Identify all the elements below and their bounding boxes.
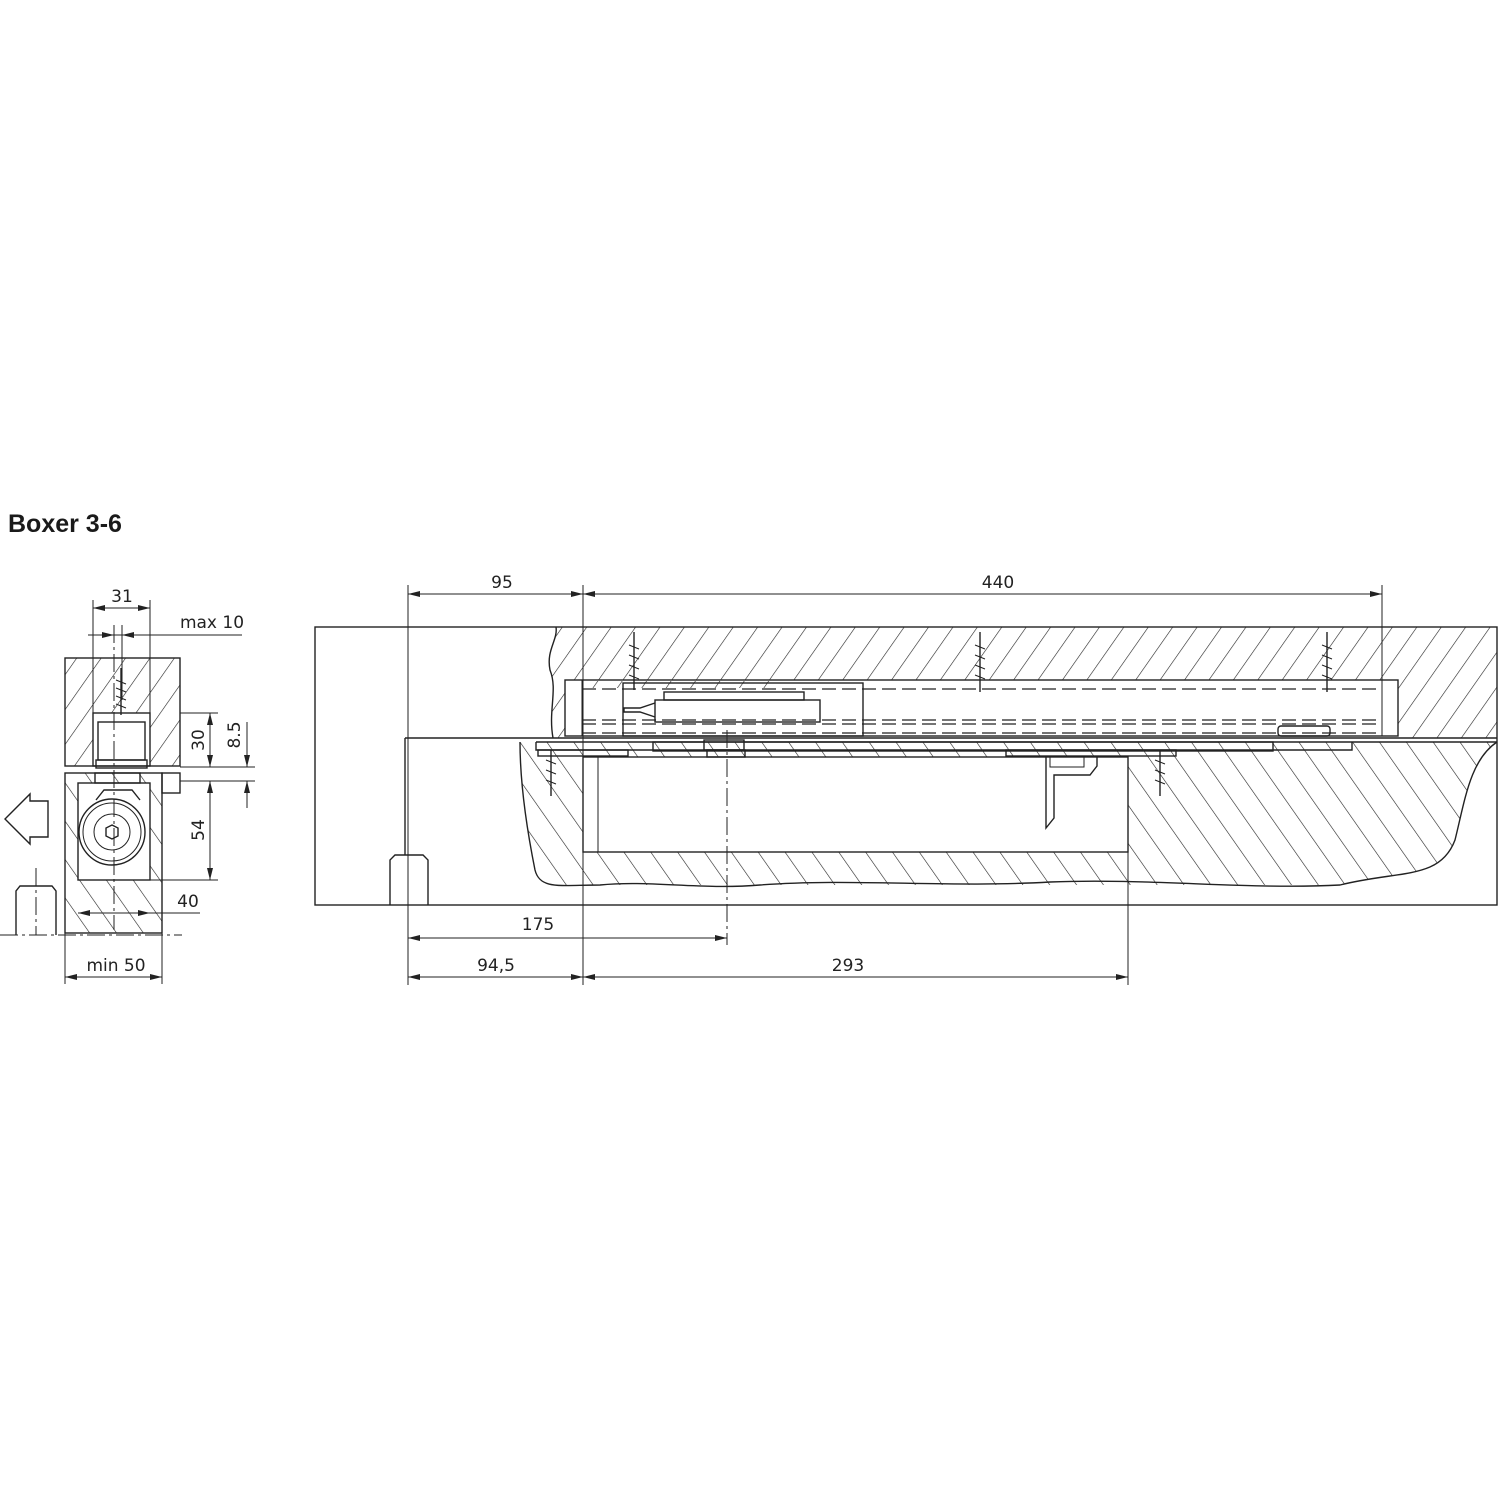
dim-94-5: 94,5 xyxy=(477,956,515,976)
screw-icon xyxy=(974,632,986,692)
screw-icon xyxy=(628,632,640,690)
dim-95: 95 xyxy=(491,573,513,593)
screw-icon xyxy=(545,750,557,796)
dim-8-5: 8.5 xyxy=(225,721,245,748)
screw-icon xyxy=(1154,750,1166,796)
dim-max-10: max 10 xyxy=(180,613,244,633)
dim-175: 175 xyxy=(522,915,554,935)
side-view xyxy=(0,625,182,936)
dim-min-50: min 50 xyxy=(86,956,145,976)
front-view xyxy=(314,626,1498,945)
screw-icon xyxy=(115,668,127,715)
screw-icon xyxy=(1321,632,1333,692)
drawing-title: Boxer 3-6 xyxy=(8,510,122,538)
opening-direction-arrow-icon xyxy=(4,792,49,846)
dim-440: 440 xyxy=(982,573,1014,593)
floor-spindle xyxy=(0,868,182,936)
dim-54: 54 xyxy=(189,819,209,841)
side-view-dimensions: 31 max 10 30 8.5 54 40 min 50 xyxy=(64,587,255,984)
dim-30: 30 xyxy=(189,729,209,751)
floor-spindle xyxy=(389,854,429,905)
roller-wheel xyxy=(78,789,146,866)
front-view-dimensions: 95 440 175 94,5 293 xyxy=(407,573,1383,985)
dim-40: 40 xyxy=(177,892,199,912)
closer-body xyxy=(622,682,864,737)
dim-31: 31 xyxy=(111,587,133,607)
dim-293: 293 xyxy=(832,956,864,976)
